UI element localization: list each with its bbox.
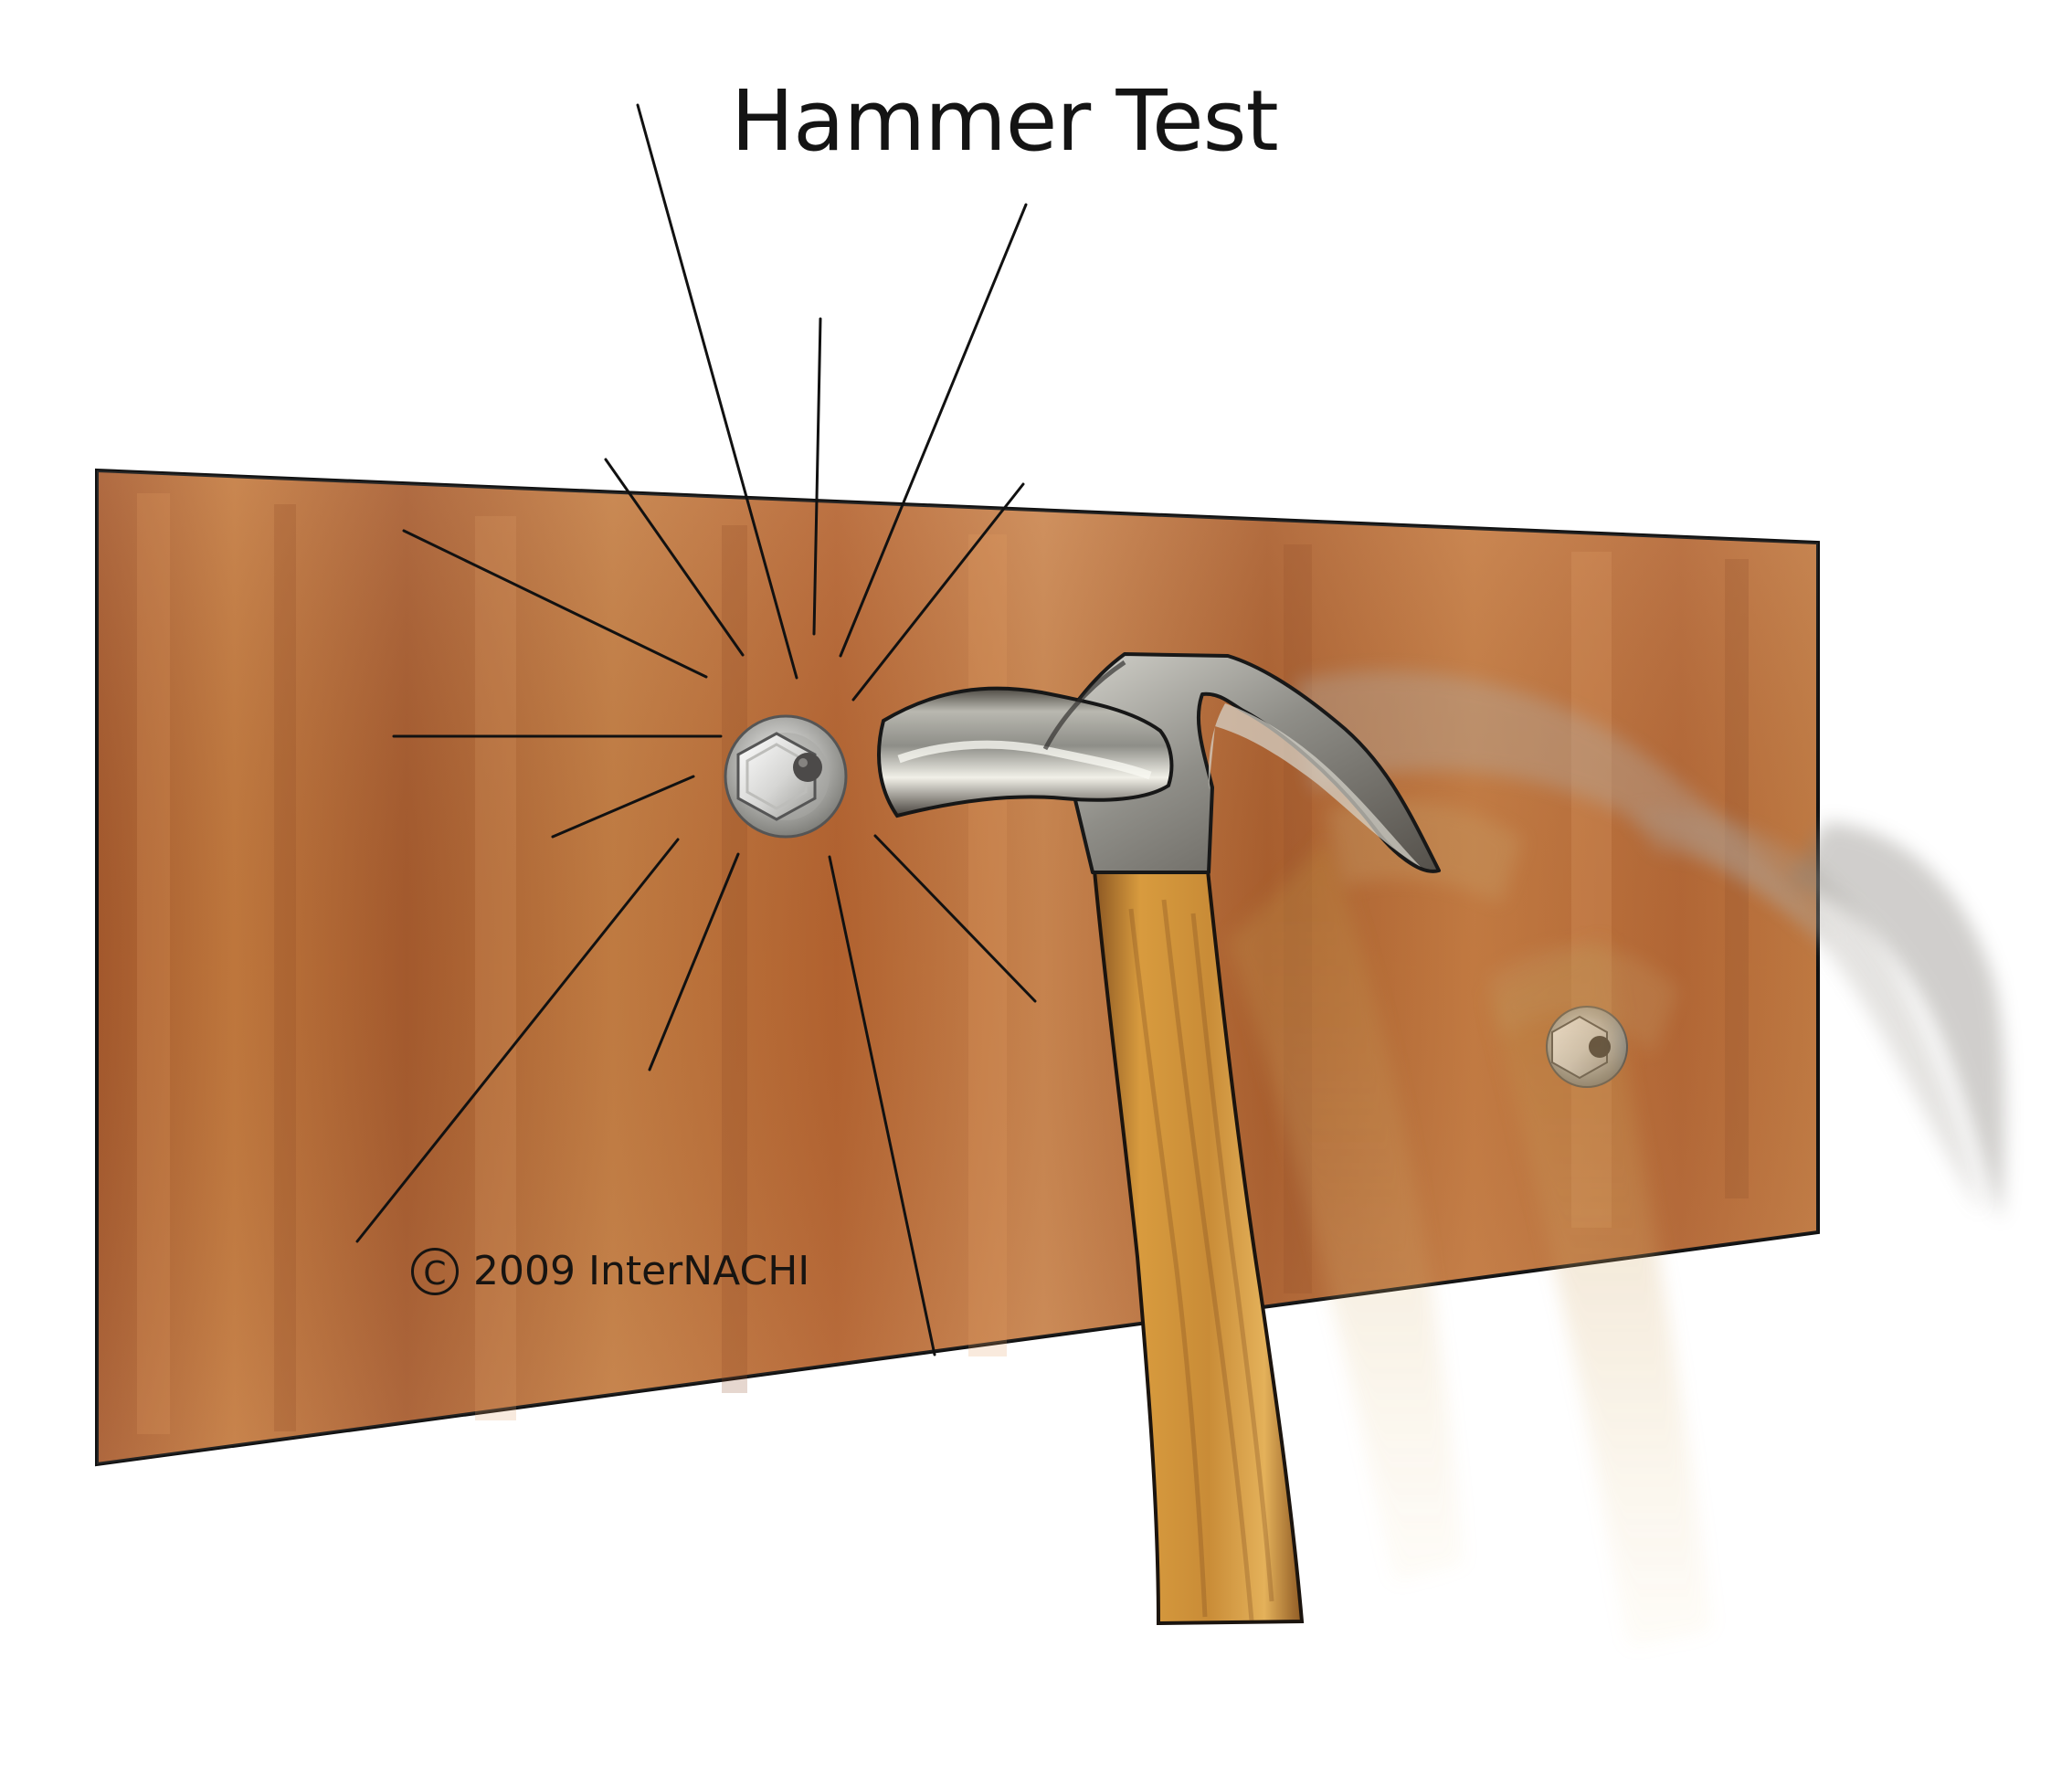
struck-bolt-nut-washer-icon (724, 714, 848, 839)
motion-blur-hammer-trails (1229, 670, 1982, 1648)
copyright-text: 2009 InterNACHI (473, 1248, 810, 1294)
diagram-title: Hammer Test (731, 72, 1279, 170)
copyright-label: C 2009 InterNACHI (411, 1242, 809, 1299)
impact-lines (355, 103, 1037, 1356)
claw-hammer-icon (877, 652, 1441, 1626)
copyright-symbol: C (411, 1248, 459, 1295)
handle-wood-grain (1128, 899, 1274, 1621)
blurred-hammer-head-silhouette (1786, 822, 2005, 1221)
